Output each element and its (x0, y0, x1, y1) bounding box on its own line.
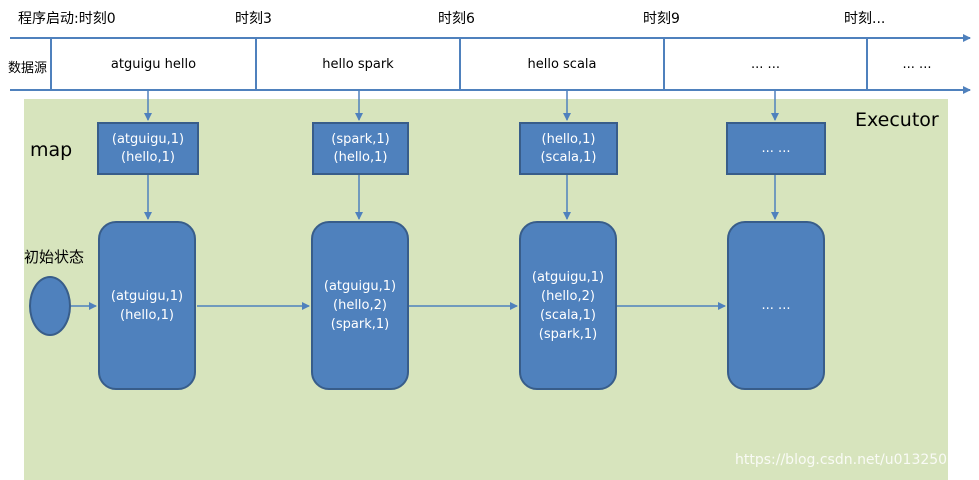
map-box-1: (atguigu,1) (hello,1) (97, 122, 199, 175)
watermark: https://blog.csdn.net/u013250861 (735, 452, 974, 468)
source-cell-3: hello scala (527, 57, 597, 72)
time-label-more: 时刻... (844, 11, 886, 27)
state-box-2-line-2: (hello,2) (333, 298, 387, 313)
source-cell-5: ... ... (902, 57, 932, 72)
state-box-1-line-1: (atguigu,1) (110, 288, 184, 304)
state-box-3: (atguigu,1) (hello,2) (scala,1) (spark,1… (519, 221, 617, 390)
state-box-2: (atguigu,1) (hello,2) (spark,1) (311, 221, 409, 390)
time-label-3: 时刻3 (235, 11, 272, 27)
map-box-2-line-2: (hello,1) (333, 149, 388, 165)
source-cell-2: hello spark (322, 57, 394, 72)
initial-state-label: 初始状态 (24, 248, 85, 266)
state-box-3-line-2: (hello,2) (541, 288, 595, 304)
source-cell-4: ... ... (751, 57, 780, 72)
state-box-2-line-1: (atguigu,1) (323, 279, 397, 294)
state-box-3-line-3: (scala,1) (539, 307, 596, 323)
map-box-3: (hello,1) (scala,1) (519, 122, 618, 175)
time-label-0: 程序启动:时刻0 (18, 11, 116, 27)
executor-label: Executor (855, 109, 939, 131)
map-box-2: (spark,1) (hello,1) (312, 122, 409, 175)
map-box-2-line-1: (spark,1) (331, 131, 390, 147)
map-box-4-line-1: ... ... (761, 140, 791, 156)
source-cell-1: atguigu hello (110, 57, 197, 72)
state-box-3-line-1: (atguigu,1) (531, 269, 605, 285)
map-box-4: ... ... (726, 122, 826, 175)
map-box-1-line-1: (atguigu,1) (111, 131, 185, 147)
time-label-6: 时刻6 (438, 11, 475, 27)
state-box-3-line-4: (spark,1) (538, 326, 598, 342)
map-box-1-line-2: (hello,1) (121, 149, 175, 165)
map-box-3-line-1: (hello,1) (541, 131, 596, 147)
time-label-9: 时刻9 (643, 11, 680, 27)
state-box-4-line-1: ... ... (761, 298, 791, 313)
initial-state-node (29, 276, 71, 336)
state-box-2-line-3: (spark,1) (330, 317, 390, 332)
state-box-1-line-2: (hello,1) (120, 307, 174, 323)
state-box-1: (atguigu,1) (hello,1) (98, 221, 196, 390)
source-label: 数据源 (8, 61, 48, 76)
state-box-4: ... ... (727, 221, 825, 390)
map-box-3-line-2: (scala,1) (540, 149, 597, 165)
map-label: map (30, 139, 73, 161)
